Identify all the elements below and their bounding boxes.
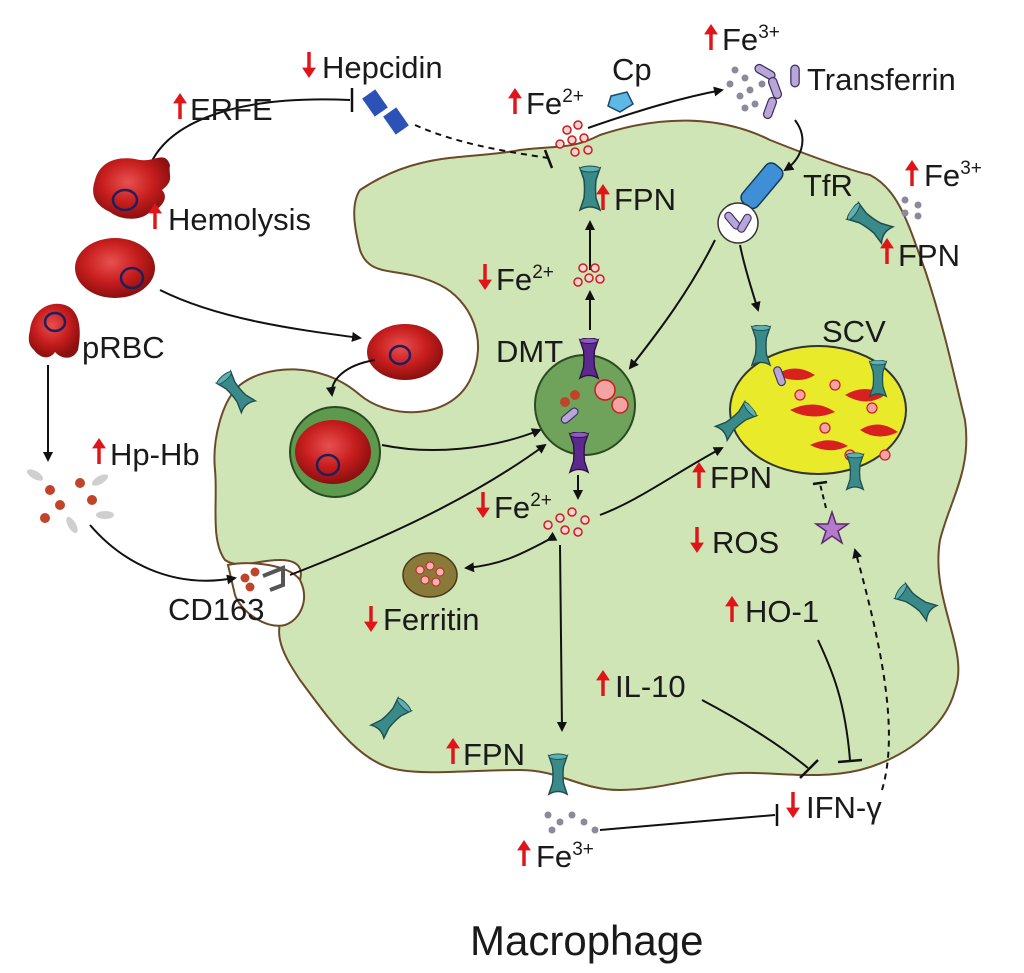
fe3-dots-bottom: [544, 811, 599, 834]
phagosome: [289, 406, 381, 498]
fe2-top-up-arrow: [508, 88, 522, 114]
cd163-label: CD163: [168, 592, 265, 627]
erfe-up-arrow: [173, 93, 187, 119]
fe3-dots-right: [901, 196, 922, 220]
ifn-gamma-label: IFN-γ: [806, 790, 882, 825]
fpn-scv-label: FPN: [710, 460, 772, 495]
fpn-right-label: FPN: [898, 238, 960, 273]
tfr-endosome: [717, 202, 759, 244]
scv-vacuole: [729, 345, 907, 475]
fe2-top-label: Fe2+: [526, 86, 584, 121]
fpn-top-label: FPN: [614, 182, 676, 217]
fe3-right-up-arrow: [905, 160, 919, 186]
fe3-right-label: Fe3+: [924, 158, 982, 193]
rbc-phagocytosed: [367, 324, 443, 380]
fe2-dots-top: [555, 120, 593, 157]
hepcidin-down-arrow: [302, 52, 316, 78]
ferritin-label: Ferritin: [383, 602, 479, 637]
hemolysis-label: Hemolysis: [168, 202, 311, 237]
hphb-up-arrow: [92, 438, 106, 464]
fe2-low-label: Fe2+: [494, 490, 552, 525]
cp-label: Cp: [612, 52, 652, 87]
fe3-top-label: Fe3+: [722, 22, 780, 57]
hp-hb-complex: [26, 469, 114, 534]
fpn-bottom-label: FPN: [463, 737, 525, 772]
transferrin-cluster: [726, 62, 800, 121]
rbc-hemolysis: [93, 157, 171, 219]
ifn-down-arrow: [786, 792, 800, 818]
hepcidin-fpn-dashed: [414, 124, 549, 159]
fe3-top-up-arrow: [704, 24, 718, 50]
prbc-label: pRBC: [82, 330, 165, 365]
transferrin-label: Transferrin: [807, 62, 956, 97]
scv-label: SCV: [822, 314, 886, 349]
tfr-label: TfR: [803, 168, 853, 203]
hp-hb-label: Hp-Hb: [110, 437, 200, 472]
cd163-receptor: [240, 565, 285, 592]
erfe-inhibit-line: [149, 98, 351, 166]
ho1-label: HO-1: [745, 594, 819, 629]
rbc-normal: [75, 238, 155, 298]
diagram-title: Macrophage: [470, 917, 703, 964]
hepcidin-molecules: [362, 89, 409, 135]
fe2-dots-middle: [573, 263, 605, 287]
erfe-label: ERFE: [190, 92, 273, 127]
prbc: [28, 303, 80, 358]
ferritin-particle: [402, 552, 458, 598]
ros-label: ROS: [712, 525, 779, 560]
ros-star: [813, 509, 851, 545]
fe2-mid-label: Fe2+: [496, 262, 554, 297]
fe3-bottom-up-arrow: [517, 840, 531, 866]
il10-label: IL-10: [615, 669, 686, 704]
fe2-dots-bottom: [543, 507, 590, 537]
dmt-label: DMT: [496, 334, 563, 369]
hepcidin-label: Hepcidin: [322, 50, 443, 85]
cp-protein: [607, 91, 634, 113]
fe3-bottom-label: Fe3+: [536, 839, 594, 874]
